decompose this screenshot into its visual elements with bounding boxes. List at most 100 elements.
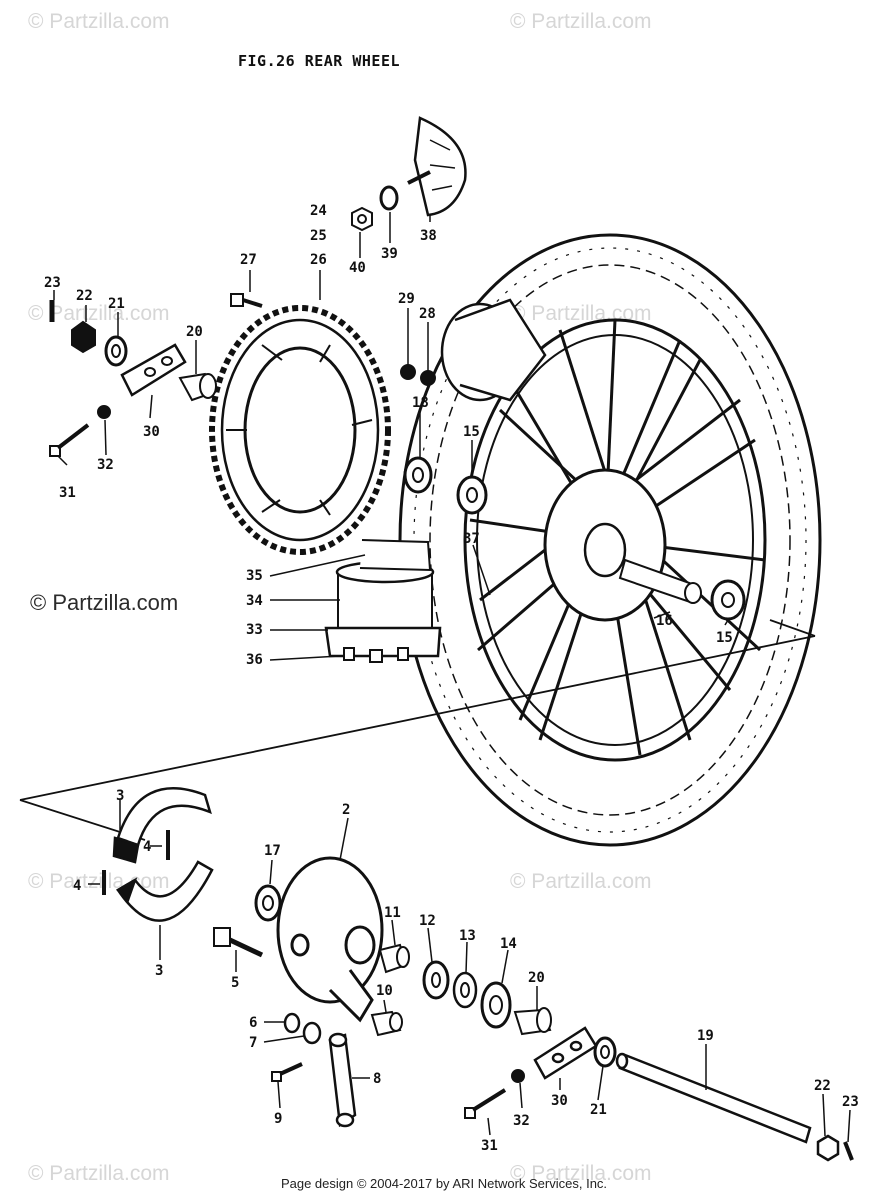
axle-cotter-pin (843, 1141, 854, 1161)
watermark-main: © Partzilla.com (30, 590, 179, 615)
callout-label: 31 (481, 1138, 498, 1154)
callout-label: 5 (231, 975, 239, 991)
callout-label: 27 (240, 252, 257, 268)
callout-label: 4 (73, 878, 81, 894)
axle-nut (71, 320, 96, 354)
callout-label: 32 (97, 457, 114, 473)
callout-label: 20 (186, 324, 203, 340)
callout-label: 31 (59, 485, 76, 501)
callout-label: 37 (463, 531, 480, 547)
chain-guard (407, 116, 467, 217)
callout-label: 40 (349, 260, 366, 276)
brake-arm (328, 1032, 357, 1128)
axle-washer (104, 335, 128, 367)
watermark: © Partzilla.com (28, 10, 170, 33)
callout-label: 18 (412, 395, 429, 411)
bushing (370, 1010, 403, 1037)
callout-label: 19 (697, 1028, 714, 1044)
washer (452, 971, 478, 1009)
adjuster-bolt (464, 1088, 507, 1119)
sprocket-mounting-drum (324, 539, 442, 663)
brake-panel (276, 856, 384, 1023)
callout-label: 9 (274, 1111, 282, 1127)
callout-label: 34 (246, 593, 263, 609)
callout-label: 11 (384, 905, 401, 921)
callout-label: 39 (381, 246, 398, 262)
callout-label: 7 (249, 1035, 257, 1051)
adjuster-nut (97, 405, 111, 419)
callout-label: 20 (528, 970, 545, 986)
brake-washer (283, 1012, 322, 1045)
callout-label: 17 (264, 843, 281, 859)
bushing (378, 943, 410, 974)
bearing (710, 579, 746, 621)
callout-label: 6 (249, 1015, 257, 1031)
callout-label: 26 (310, 252, 327, 268)
callout-label: 10 (376, 983, 393, 999)
callout-label: 30 (551, 1093, 568, 1109)
callout-leaders (53, 212, 851, 1143)
figure-title: FIG.26 REAR WHEEL (238, 52, 401, 70)
brake-spring (102, 830, 170, 895)
chain-adjuster (120, 343, 187, 397)
watermark: © Partzilla.com (510, 10, 652, 33)
brake-arm-bolt (271, 1062, 303, 1082)
callout-label: 23 (44, 275, 61, 291)
callout-label: 29 (398, 291, 415, 307)
callout-label: 14 (500, 936, 517, 952)
adjuster-nut (511, 1069, 525, 1083)
watermark: © Partzilla.com (510, 870, 652, 893)
callout-label: 8 (373, 1071, 381, 1087)
callout-label: 22 (76, 288, 93, 304)
callout-label: 30 (143, 424, 160, 440)
rear-sprocket (209, 305, 391, 555)
watermark: © Partzilla.com (28, 1162, 170, 1185)
callout-label: 2 (342, 802, 350, 818)
lock-washer (379, 185, 399, 211)
callout-label: 23 (842, 1094, 859, 1110)
oil-seal (254, 884, 282, 922)
callout-label: 38 (420, 228, 437, 244)
bearing (403, 456, 433, 494)
callout-label: 28 (419, 306, 436, 322)
watermark: © Partzilla.com (510, 1162, 652, 1185)
callout-label: 22 (814, 1078, 831, 1094)
axle-nut (816, 1134, 840, 1162)
brake-shoe-lower (115, 860, 214, 922)
callout-label: 13 (459, 928, 476, 944)
callout-label: 25 (310, 228, 327, 244)
rear-tire (398, 233, 822, 847)
sprocket-nut (351, 206, 373, 232)
rear-axle (615, 1052, 812, 1144)
callout-label: 3 (155, 963, 163, 979)
sprocket-bolt (230, 293, 263, 308)
watermark: © Partzilla.com (28, 302, 170, 325)
page-footer: Page design © 2004-2017 by ARI Network S… (280, 1176, 608, 1191)
callout-label: 24 (310, 203, 327, 219)
callout-label: 21 (590, 1102, 607, 1118)
chain-adjuster (533, 1026, 598, 1080)
dust-cover (480, 981, 512, 1029)
callout-label: 32 (513, 1113, 530, 1129)
axle-washer (593, 1036, 617, 1068)
callout-label: 15 (716, 630, 733, 646)
spacer (422, 960, 450, 1000)
callout-label: 4 (143, 839, 151, 855)
hub-collar (618, 558, 702, 604)
sprocket-washer (400, 364, 436, 386)
adjuster-bolt (49, 423, 90, 457)
callout-label: 33 (246, 622, 263, 638)
callout-label: 21 (108, 296, 125, 312)
callout-label: 12 (419, 913, 436, 929)
callout-labels: 24 25 26 27 40 39 38 23 22 21 20 30 32 3… (44, 203, 859, 1154)
wheel-hub (543, 468, 667, 622)
brake-cam (213, 927, 264, 958)
bearing (456, 475, 488, 515)
axle-spacer (513, 1007, 552, 1036)
callout-label: 35 (246, 568, 263, 584)
callout-label: 16 (656, 613, 673, 629)
callout-label: 15 (463, 424, 480, 440)
axle-spacer (178, 372, 217, 402)
